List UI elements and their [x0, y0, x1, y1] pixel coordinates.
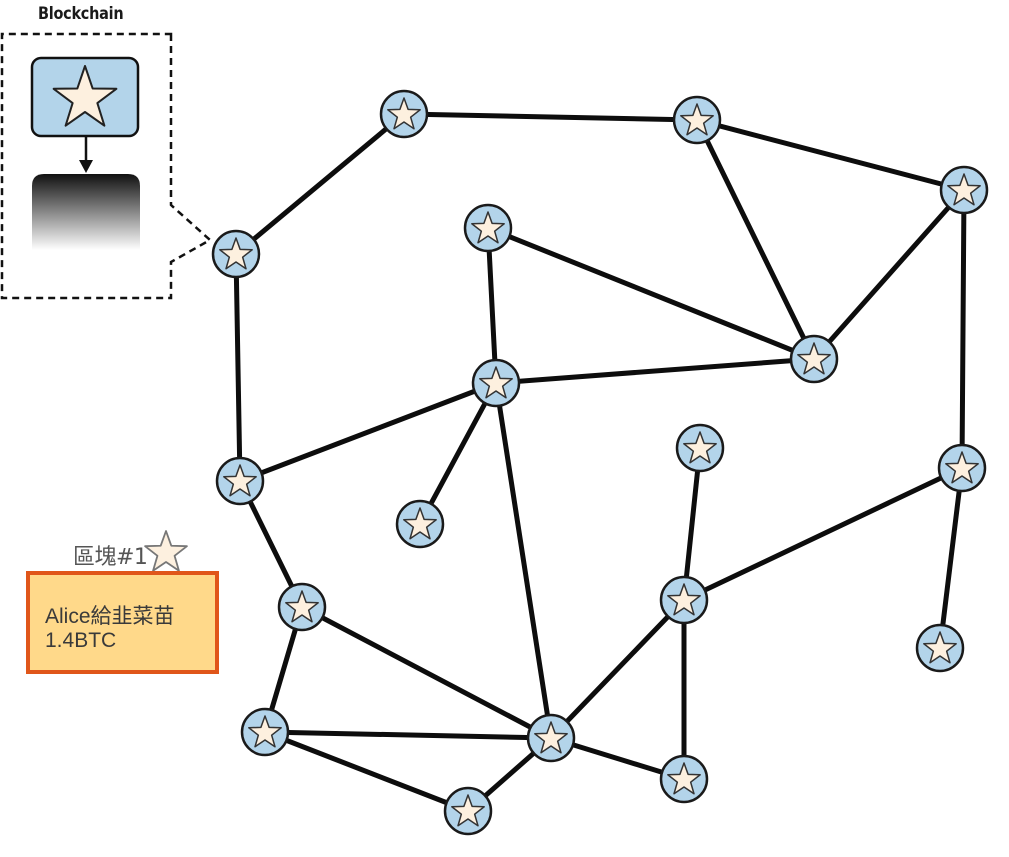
star-in-circle-icon [672, 95, 722, 145]
network-edge [237, 380, 499, 484]
network-edge [548, 597, 687, 741]
star-in-circle-icon [939, 165, 989, 215]
inset-title: Blockchain [38, 4, 124, 24]
star-in-circle-icon [659, 754, 709, 804]
star-in-circle-icon [471, 358, 521, 408]
inset-arrow-head [79, 160, 93, 173]
network-edge [811, 187, 967, 362]
star-in-circle-icon [240, 707, 290, 757]
network-edge [233, 251, 243, 484]
network-edge [417, 380, 499, 527]
network-edge [485, 225, 817, 362]
star-in-circle-icon [463, 203, 513, 253]
star-in-circle-icon [215, 456, 265, 506]
transaction-line: Alice給韭菜苗 [45, 605, 175, 628]
network-edge [299, 604, 554, 741]
inset-block-star-icon [52, 65, 118, 127]
star-in-circle-icon [443, 786, 493, 836]
star-in-circle-icon [915, 623, 965, 673]
transaction-box: Alice給韭菜苗 1.4BTC [26, 571, 219, 674]
star-in-circle-icon [277, 582, 327, 632]
block-label-row: 區塊#1 [73, 530, 191, 573]
inset-chain-fade [32, 174, 140, 250]
network-edge [401, 111, 700, 123]
network-edge [694, 117, 817, 362]
transaction-amount: 1.4BTC [45, 629, 117, 652]
star-in-circle-icon [659, 575, 709, 625]
network-edge [681, 465, 965, 603]
star-in-circle-icon [379, 89, 429, 139]
star-in-circle-icon [211, 229, 261, 279]
network-edge [233, 111, 407, 257]
network-nodes [211, 89, 989, 836]
star-in-circle-icon [526, 713, 576, 763]
star-in-circle-icon [675, 423, 725, 473]
network-edge [937, 465, 965, 651]
network-edge [262, 729, 471, 814]
network-edge [262, 729, 554, 741]
network-edge [493, 356, 817, 386]
star-in-circle-icon [789, 334, 839, 384]
network-edge [485, 225, 499, 386]
network-edge [694, 117, 967, 193]
star-in-circle-icon [395, 499, 445, 549]
network-edge [959, 187, 967, 471]
network-edges [233, 111, 967, 814]
outline-star-icon [144, 530, 189, 572]
network-edge [681, 445, 703, 603]
star-in-circle-icon [937, 443, 987, 493]
block-label: 區塊#1 [73, 545, 148, 570]
network-edge [493, 380, 554, 741]
